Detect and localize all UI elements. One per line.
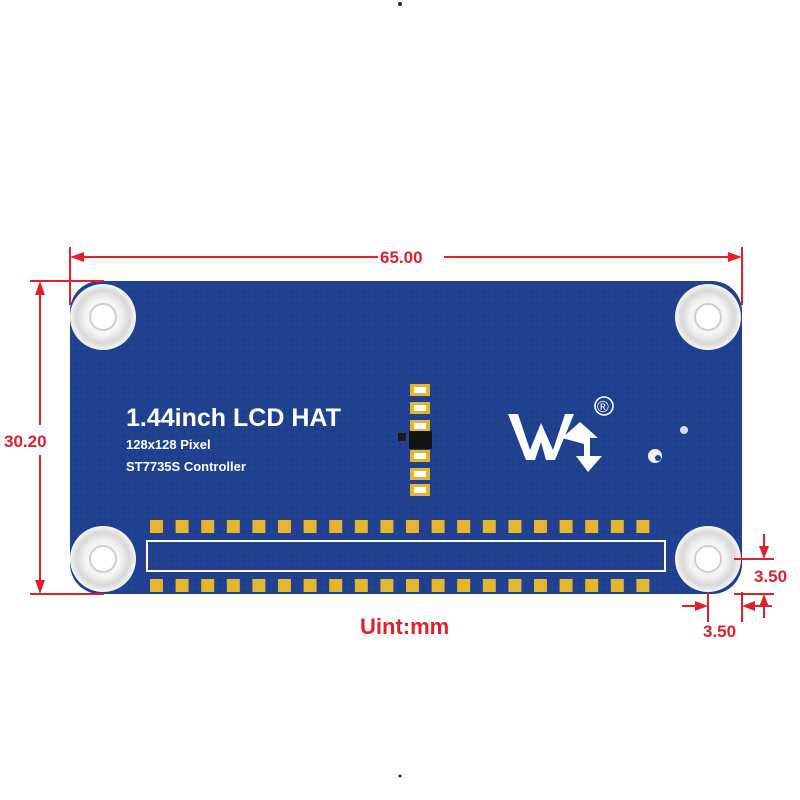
header-pad: [482, 579, 496, 592]
header-pad: [508, 579, 522, 592]
board-resolution: 128x128 Pixel: [126, 437, 211, 452]
header-pad: [201, 520, 215, 533]
header-pad: [380, 579, 394, 592]
hole-offset-x-label: 3.50: [703, 622, 736, 641]
brand-logo-icon: ®: [508, 396, 614, 472]
mounting-hole-bottom-right: [675, 526, 741, 592]
mounting-hole-top-left: [70, 284, 136, 350]
header-pad: [585, 520, 599, 533]
header-pad: [585, 579, 599, 592]
header-pad: [508, 520, 522, 533]
board-controller: ST7735S Controller: [126, 459, 246, 474]
header-pad: [354, 579, 368, 592]
header-pad: [457, 579, 471, 592]
header-pad: [252, 579, 266, 592]
unit-label: Uint:mm: [360, 614, 449, 639]
header-pad: [431, 520, 445, 533]
header-pad: [175, 579, 189, 592]
registered-mark: ®: [597, 399, 609, 416]
header-pad: [636, 579, 650, 592]
header-pad: [380, 520, 394, 533]
dimension-width: 65.00: [69, 247, 743, 305]
hole-offset-y-label: 3.50: [754, 567, 787, 586]
header-pad: [150, 579, 163, 592]
header-pad: [201, 579, 215, 592]
header-pad: [559, 520, 573, 533]
stray-mark: [398, 774, 402, 778]
header-pad: [534, 520, 547, 533]
header-pad: [610, 579, 624, 592]
header-pads-bottom: [150, 579, 650, 592]
smd-components: [398, 384, 432, 496]
header-pad: [252, 520, 266, 533]
header-pad: [303, 579, 317, 592]
test-point: [680, 426, 688, 434]
header-pad: [303, 520, 317, 533]
header-pad: [226, 520, 240, 533]
header-pad: [636, 520, 650, 533]
mounting-hole-bottom-left: [70, 526, 136, 592]
header-pad: [278, 579, 291, 592]
header-pad: [534, 579, 547, 592]
header-pad: [329, 520, 343, 533]
header-pad: [226, 579, 240, 592]
header-pads-top: [150, 520, 650, 533]
dimension-height: 30.20: [4, 280, 104, 595]
header-pad: [329, 579, 343, 592]
header-pad: [431, 579, 445, 592]
board-title: 1.44inch LCD HAT: [126, 404, 341, 432]
header-outline: [146, 540, 666, 572]
dimension-hole-offset-x: 3.50: [682, 592, 772, 641]
mounting-hole-top-right: [675, 284, 741, 350]
header-pad: [175, 520, 189, 533]
header-pad: [406, 520, 419, 533]
header-pad: [559, 579, 573, 592]
stray-mark: [398, 2, 402, 6]
header-pad: [354, 520, 368, 533]
header-pad: [457, 520, 471, 533]
header-pad: [278, 520, 291, 533]
header-pad: [610, 520, 624, 533]
height-label: 30.20: [4, 432, 47, 451]
header-pad: [482, 520, 496, 533]
width-label: 65.00: [380, 248, 423, 267]
dimension-hole-offset-y: 3.50: [734, 534, 787, 618]
header-pad: [150, 520, 163, 533]
header-pad: [406, 579, 419, 592]
